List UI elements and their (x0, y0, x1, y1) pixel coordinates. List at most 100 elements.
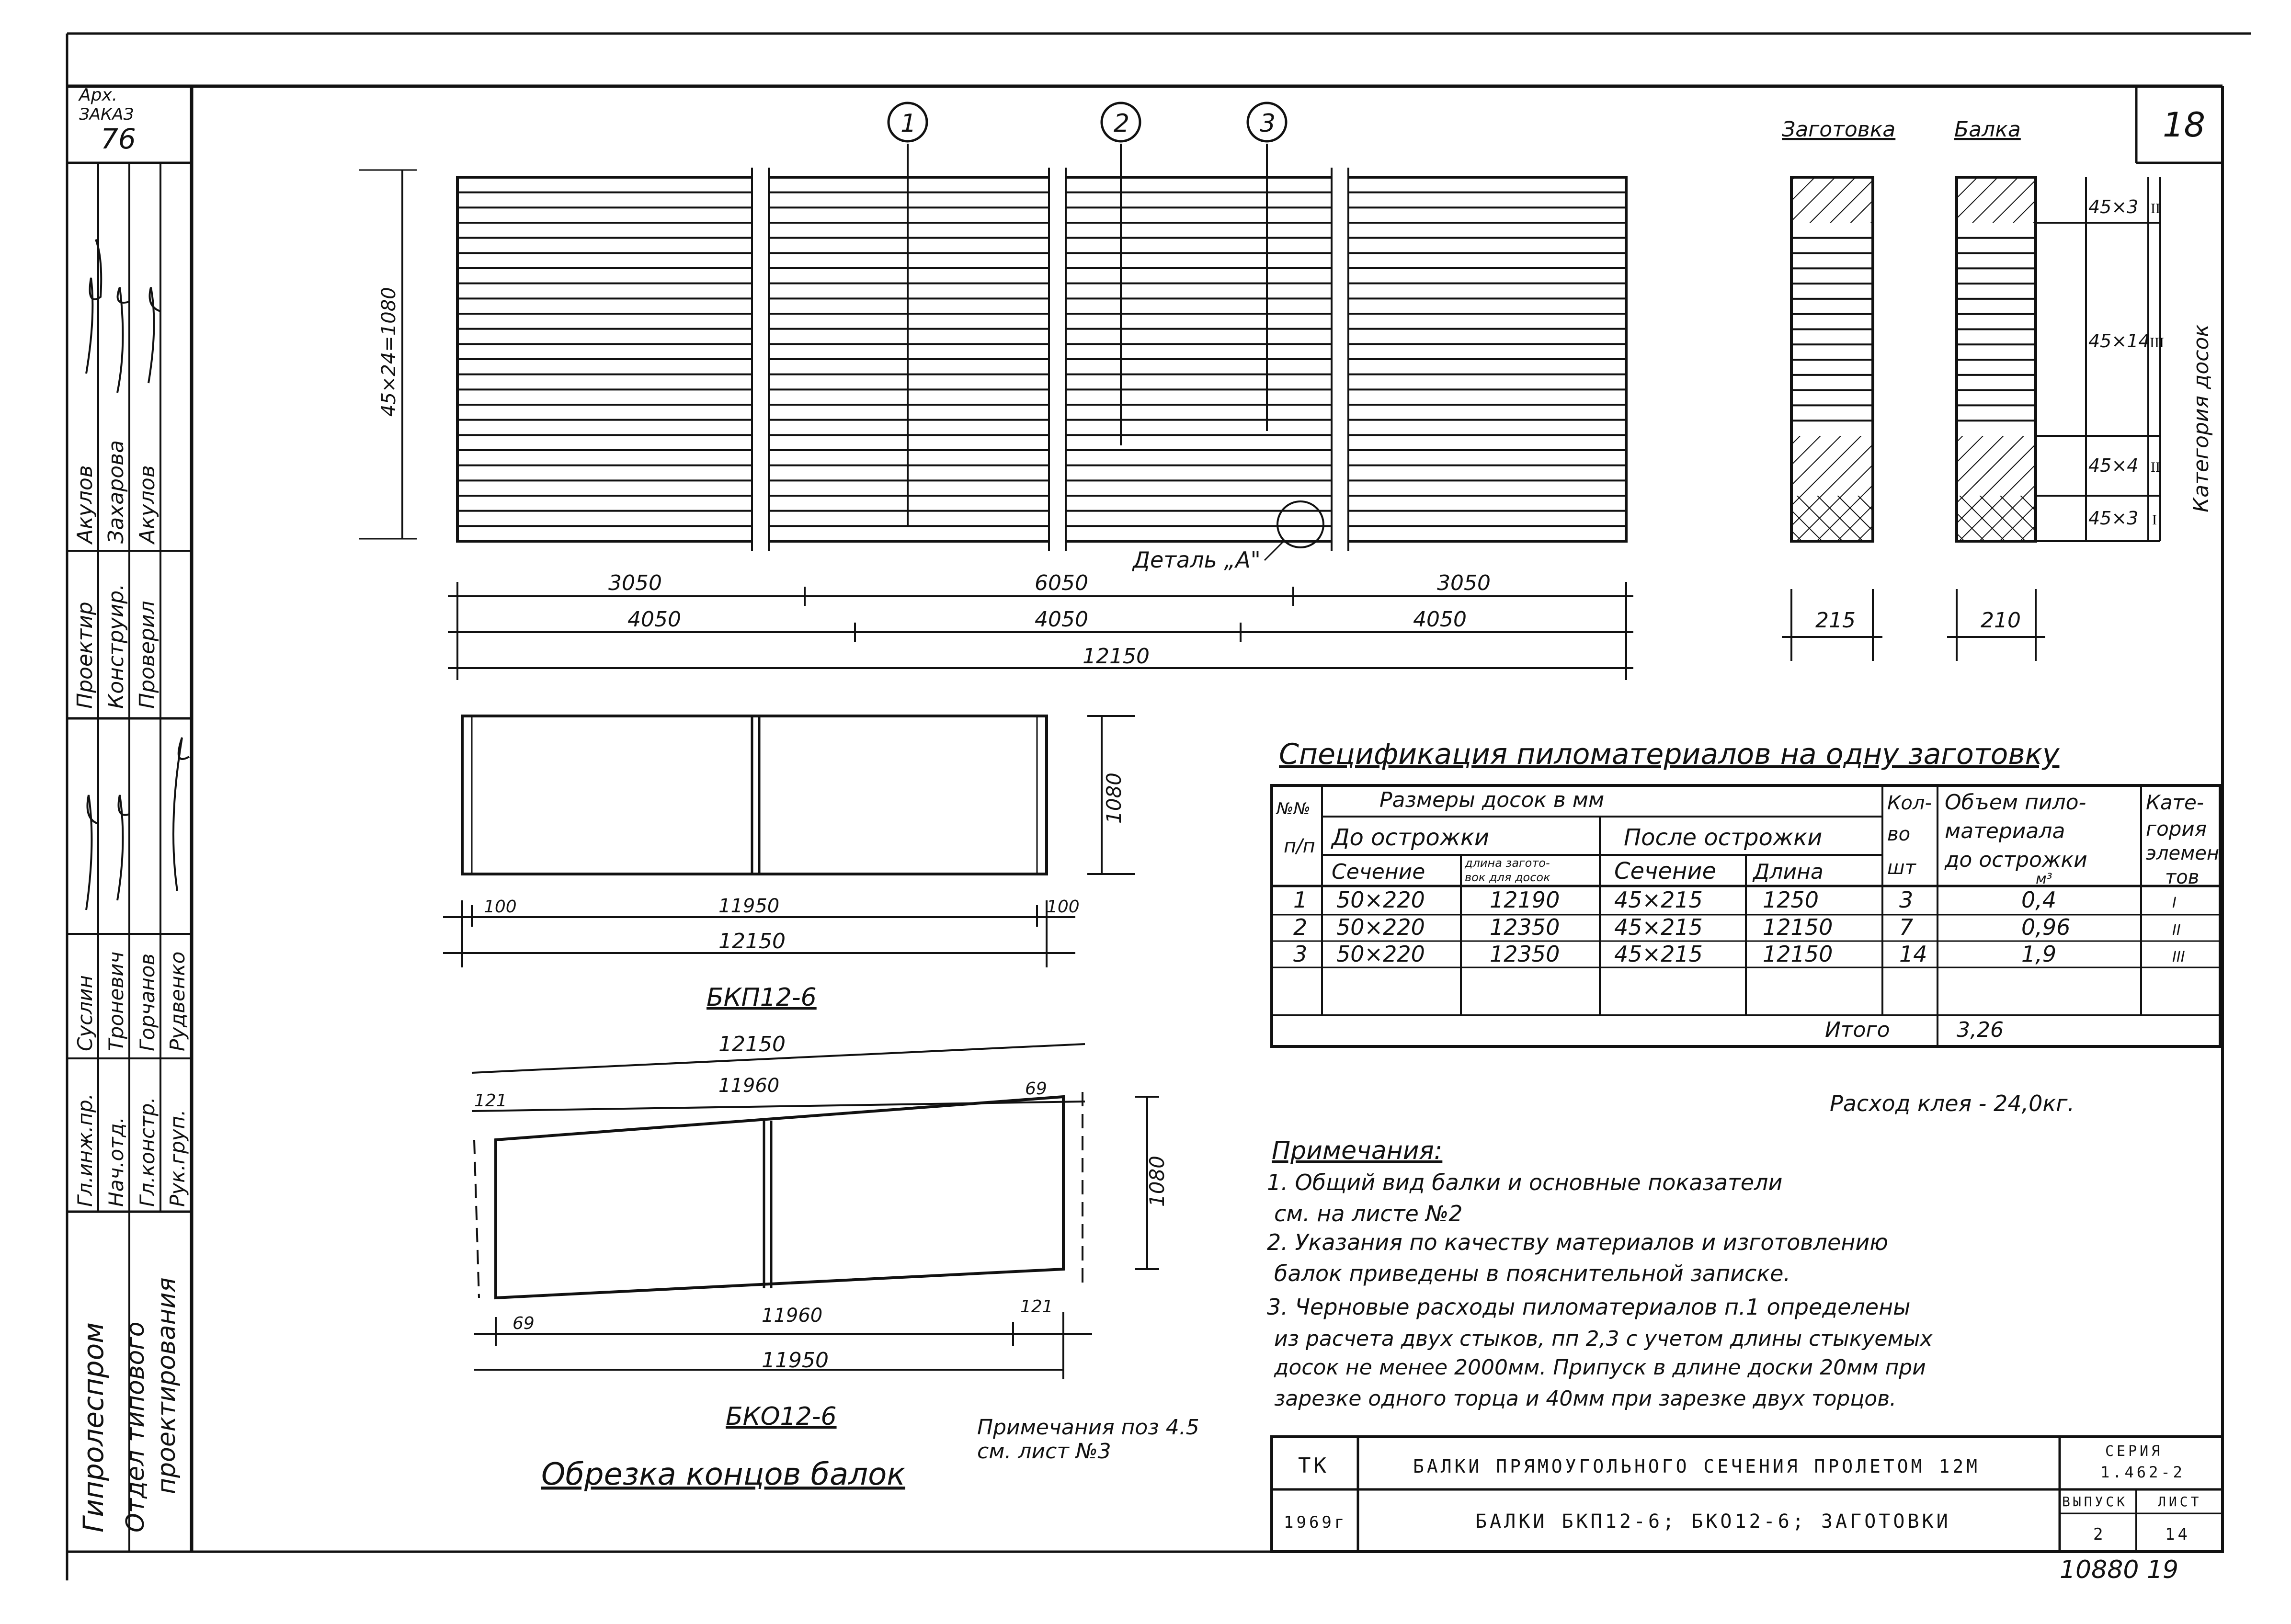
spec-table: Спецификация пиломатериалов на одну заго… (1270, 738, 2222, 1048)
spec-head-len: Длина (1752, 860, 1824, 884)
stamp-series-label: СЕРИЯ (2105, 1443, 2163, 1460)
spec-cell-r2-c6: 7 (1899, 914, 1913, 940)
trim-title: Обрезка концов балок (541, 1457, 905, 1492)
beam-label: Балка (1954, 117, 2021, 142)
spec-cell-r3-c7: 1,9 (2021, 941, 2056, 967)
notes-line-5: 3. Черновые расходы пиломатериалов п.1 о… (1267, 1294, 1910, 1320)
dim-row2-b: 4050 (1035, 607, 1088, 632)
spec-total-value: 3,26 (1957, 1018, 2004, 1042)
spec-head-before: До острожки (1331, 824, 1489, 851)
spec-head-no: №№ (1276, 799, 1311, 818)
spec-head-after: После острожки (1624, 824, 1822, 851)
archive-label: Арх. (78, 85, 117, 105)
spec-cell-r3-c2: 50×220 (1336, 941, 1425, 967)
organization: Гипролеспром Отдел типового проектирован… (77, 1277, 181, 1533)
stamp-title2: БАЛКИ БКП12-6; БКО12-6; ЗАГОТОВКИ (1475, 1510, 1951, 1533)
spec-cell-r3-c5: 12150 (1763, 941, 1833, 967)
spec-cell-r1-c5: 1250 (1763, 887, 1819, 913)
name-constructor: Захарова (104, 440, 128, 544)
notes-line-6: из расчета двух стыков, пп 2,3 с учетом … (1274, 1327, 1933, 1351)
blank-width: 215 (1815, 608, 1856, 633)
title-block: ТК 1969г БАЛКИ ПРЯМОУГОЛЬНОГО СЕЧЕНИЯ ПР… (1270, 1435, 2224, 1553)
signature-scribble-6 (172, 737, 190, 891)
bkp-total: 12150 (718, 929, 786, 954)
stamp-year: 1969г (1284, 1513, 1347, 1532)
layer-size-1: 45×3 (2088, 196, 2138, 217)
spec-head-section2: Сечение (1614, 858, 1716, 885)
spec-head-vol4: м³ (2036, 871, 2052, 887)
notes-line-4: балок приведены в пояснительной записке. (1274, 1261, 1790, 1286)
spec-head-cat3: элемен (2146, 842, 2219, 864)
marker-1: 1 (900, 109, 916, 138)
bkp-left: 100 (484, 897, 517, 917)
stamp-tk: ТК (1298, 1454, 1329, 1478)
side-roles: Гл.инж.пр. Нач.отд. Гл.констр. Рук.груп.… (73, 952, 189, 1207)
plan-height-dim: 45×24=1080 (378, 287, 400, 417)
side-role-head-dept: Нач.отд. (104, 1117, 128, 1207)
notes-title: Примечания: (1272, 1136, 1442, 1165)
spec-cell-r3-c4: 45×215 (1614, 941, 1703, 967)
spec-head-cat4: тов (2165, 866, 2199, 888)
side-name-4: Рудвенко (166, 952, 189, 1051)
spec-cell-r3-c8: III (2172, 949, 2185, 965)
notes-line-1: 1. Общий вид балки и основные показатели (1267, 1170, 1782, 1195)
stamp-sheet-label: ЛИСТ (2158, 1494, 2201, 1510)
spec-head-qty3: шт (1887, 857, 1917, 879)
spec-head-blank-len2: вок для досок (1465, 871, 1550, 884)
notes-line-2: см. на листе №2 (1274, 1201, 1463, 1227)
bkp-right: 100 (1047, 897, 1080, 917)
spec-cell-r2-c1: 2 (1293, 914, 1307, 940)
bkp-mid: 11950 (718, 895, 779, 917)
side-name-2: Троневич (104, 952, 128, 1051)
name-designer: Акулов (73, 465, 97, 545)
notes: Примечания: 1. Общий вид балки и основны… (1267, 1136, 1933, 1411)
layer-size-3: 45×4 (2088, 455, 2138, 476)
side-name-1: Суслин (73, 975, 97, 1051)
sheet-frame (66, 32, 2251, 1580)
signature-scribble-2 (116, 287, 130, 393)
spec-cell-r2-c8: II (2172, 922, 2181, 939)
dim-row1-c: 3050 (1437, 571, 1491, 595)
detail-label: Деталь „А" (1132, 547, 1261, 573)
signature-roles: Проектир Конструир. Проверил Акулов Заха… (73, 239, 190, 910)
side-role-chief-constr: Гл.констр. (136, 1097, 159, 1207)
spec-head-cat2: гория (2146, 817, 2207, 840)
marker-2: 2 (1114, 109, 1129, 138)
sections: Заготовка Балка 45×3 45×14 45×4 45×3 II (1782, 117, 2213, 661)
archive-box: Арх. ЗАКАЗ 76 (78, 85, 136, 155)
signature-scribble-4 (85, 795, 99, 910)
archive-order-number: 76 (101, 123, 136, 155)
bko-bottom-mid: 11960 (762, 1305, 822, 1327)
bko-bottom-total: 11950 (762, 1348, 829, 1373)
name-checker: Акулов (135, 465, 160, 545)
spec-cell-r1-c3: 12190 (1490, 887, 1560, 913)
stamp-sheet-value: 14 (2165, 1525, 2190, 1544)
dim-row2-a: 4050 (627, 607, 681, 632)
spec-head-vol2: материала (1945, 819, 2065, 843)
role-checker: Проверил (135, 601, 160, 709)
bko-drawing: 12150 11960 69 121 1080 69 11960 121 119… (471, 1032, 1169, 1431)
spec-head-qty1: Кол- (1887, 792, 1932, 814)
layer-cat-3: II (2151, 459, 2160, 475)
spec-head-cat1: Кате- (2146, 791, 2204, 814)
beam-width: 210 (1981, 608, 2021, 633)
notes-line-8: зарезке одного торца и 40мм при зарезке … (1274, 1386, 1896, 1411)
spec-cell-r2-c2: 50×220 (1336, 914, 1425, 940)
spec-head-sizes: Размеры досок в мм (1379, 788, 1604, 812)
trim-note-line2: см. лист №3 (977, 1439, 1111, 1464)
stamp-issue-value: 2 (2093, 1525, 2106, 1544)
layer-size-2: 45×14 (2088, 330, 2150, 352)
signature-scribble-1 (85, 239, 103, 374)
spec-cell-r2-c7: 0,96 (2021, 914, 2070, 940)
spec-title: Спецификация пиломатериалов на одну заго… (1279, 738, 2060, 771)
spec-head-vol3: до острожки (1944, 848, 2087, 872)
bko-bottom-left: 69 (513, 1314, 535, 1333)
sheet-number: 18 (2163, 105, 2205, 145)
spec-cell-r1-c4: 45×215 (1614, 887, 1703, 913)
stamp-issue-label: ВЫПУСК (2062, 1494, 2128, 1510)
layer-size-4: 45×3 (2088, 508, 2138, 529)
bkp-drawing: 1080 100 11950 100 12150 БКП12-6 (443, 715, 1135, 1012)
org-line3: проектирования (152, 1277, 181, 1494)
spec-head-qty2: во (1887, 823, 1910, 845)
role-constructor: Конструир. (104, 584, 128, 709)
